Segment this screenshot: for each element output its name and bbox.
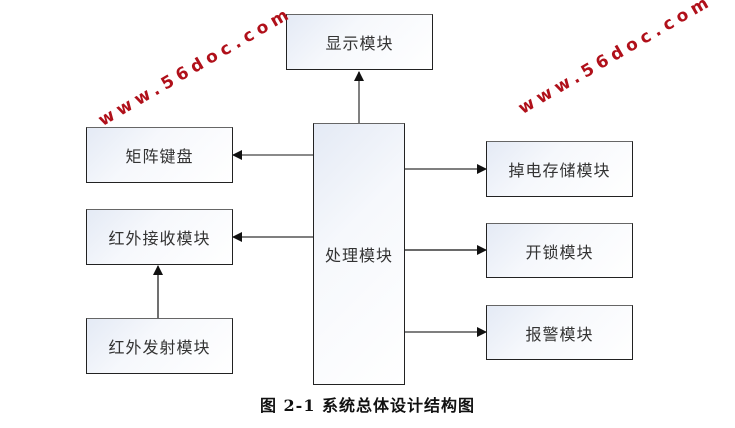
node-storage: 掉电存储模块 [486,141,633,197]
node-ir-receive: 红外接收模块 [86,209,233,265]
node-display: 显示模块 [286,14,433,70]
node-keypad: 矩阵键盘 [86,127,233,183]
node-alarm: 报警模块 [486,305,633,360]
node-processor: 处理模块 [313,123,405,385]
node-unlock: 开锁模块 [486,223,633,278]
node-ir-send: 红外发射模块 [86,318,233,374]
figure-caption: 图 2-1 系统总体设计结构图 [259,396,476,415]
